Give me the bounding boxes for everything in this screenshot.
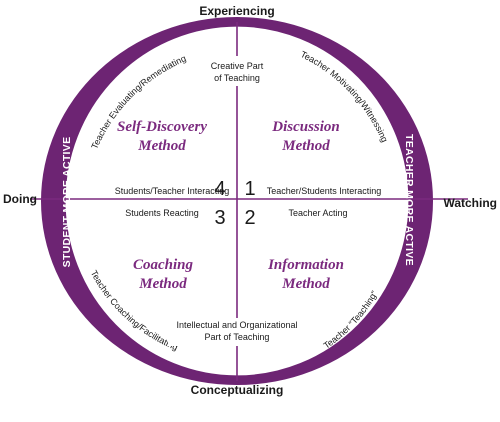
bottom-center-label-line2: Part of Teaching — [205, 332, 270, 342]
top-center-label-line2: of Teaching — [214, 73, 260, 83]
students-teacher-interacting-label: Students/Teacher Interacting — [115, 186, 230, 196]
quadrant-number-2: 2 — [244, 207, 255, 229]
axis-label-right: Watching — [443, 196, 497, 210]
teacher-acting-label: Teacher Acting — [288, 208, 347, 218]
top-center-label-line1: Creative Part — [211, 61, 264, 71]
q4-method-line1: Self-Discovery — [117, 119, 207, 135]
axis-label-bottom: Conceptualizing — [191, 383, 284, 397]
students-reacting-label: Students Reacting — [125, 208, 199, 218]
q3-method-line2: Method — [138, 276, 187, 292]
q2-method-line1: Information — [267, 257, 344, 273]
band-label-student: STUDENT MORE ACTIVE — [61, 137, 73, 268]
q3-method-line1: Coaching — [133, 257, 194, 273]
q2-method-line2: Method — [281, 276, 330, 292]
band-label-teacher: TEACHER MORE ACTIVE — [403, 134, 415, 266]
quadrant-number-4: 4 — [214, 178, 225, 200]
bottom-center-label-line1: Intellectual and Organizational — [176, 320, 297, 330]
q1-method-line1: Discussion — [271, 119, 340, 135]
top-center-label-bg — [196, 56, 278, 86]
teacher-students-interacting-label: Teacher/Students Interacting — [267, 186, 382, 196]
q4-method-line2: Method — [137, 138, 186, 154]
axis-label-left: Doing — [3, 192, 37, 206]
quadrant-number-1: 1 — [244, 178, 255, 200]
axis-label-top: Experiencing — [199, 4, 274, 18]
q1-method-line2: Method — [281, 138, 330, 154]
quadrant-number-3: 3 — [214, 207, 225, 229]
bottom-center-label-bg — [168, 318, 306, 346]
